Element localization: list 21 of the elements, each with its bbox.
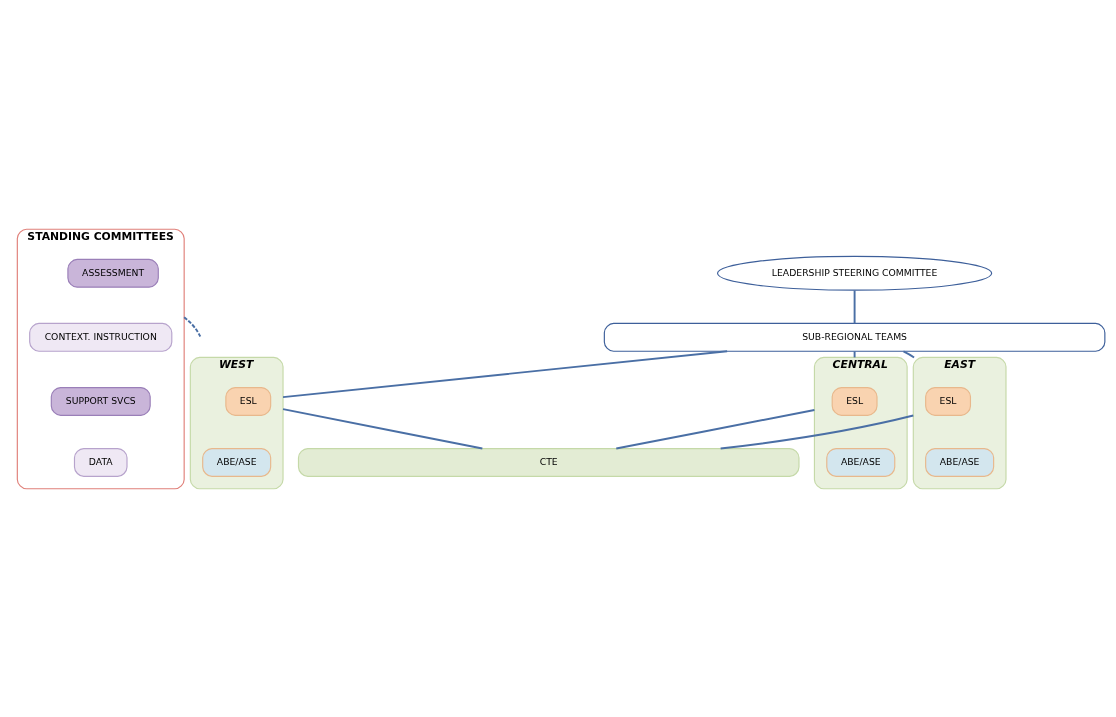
node-box: ASSESSMENT [67,258,159,288]
node-ellipse: LEADERSHIP STEERING COMMITTEE [716,255,993,291]
connector [902,349,916,358]
connector [282,407,484,450]
connector [853,349,856,358]
connector [282,349,729,398]
node-box: CTE [297,447,800,477]
node-box: ABE/ASE [826,447,896,477]
connector [183,315,202,337]
node-box: ESL [831,386,878,416]
node-box: SUPPORT SVCS [50,386,151,416]
node-box: DATA [73,447,128,477]
connector [719,414,915,450]
node-box: ABE/ASE [925,447,995,477]
connector [853,289,856,324]
node-box: CONTEXT. INSTRUCTION [29,322,173,352]
node-box: SUB-REGIONAL TEAMS [603,322,1106,352]
node-box: ESL [925,386,972,416]
connector [615,408,816,450]
node-box: ABE/ASE [202,447,272,477]
node-box: ESL [225,386,272,416]
